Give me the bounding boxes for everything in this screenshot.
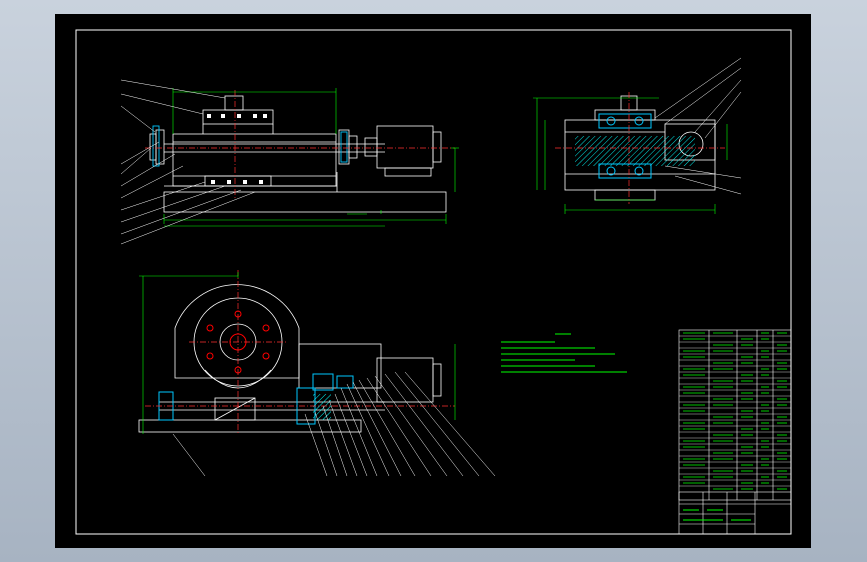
- side-view-parts: [598, 113, 652, 179]
- title-block: [678, 491, 792, 535]
- bottom-view-hatch: [313, 394, 331, 420]
- front-view-parts: [152, 125, 348, 167]
- drawing-frame: [75, 29, 792, 535]
- front-view-centerlines: [145, 90, 455, 198]
- cad-drawing: [75, 29, 792, 535]
- bottom-view-centerlines: [145, 270, 455, 434]
- bottom-view-leaders: [172, 371, 496, 477]
- side-view-centerlines: [555, 92, 725, 204]
- side-view-leaders: [654, 57, 742, 195]
- bottom-view-dimensions: [139, 272, 456, 434]
- parts-table-rows: [679, 335, 791, 487]
- side-view: [564, 95, 716, 201]
- front-view-leaders: [120, 79, 256, 245]
- side-view-dimensions: [533, 97, 728, 214]
- parts-table: [678, 329, 792, 501]
- front-view-dimensions: [163, 88, 459, 227]
- front-view-bolts: [207, 114, 267, 184]
- title-block-marks: [683, 509, 751, 521]
- drawing-sheet: [55, 14, 811, 548]
- front-view: [149, 95, 447, 213]
- technical-notes: [501, 333, 627, 373]
- side-view-hatch: [575, 136, 695, 166]
- bottom-view: [138, 284, 442, 433]
- parts-table-entries: [683, 332, 787, 490]
